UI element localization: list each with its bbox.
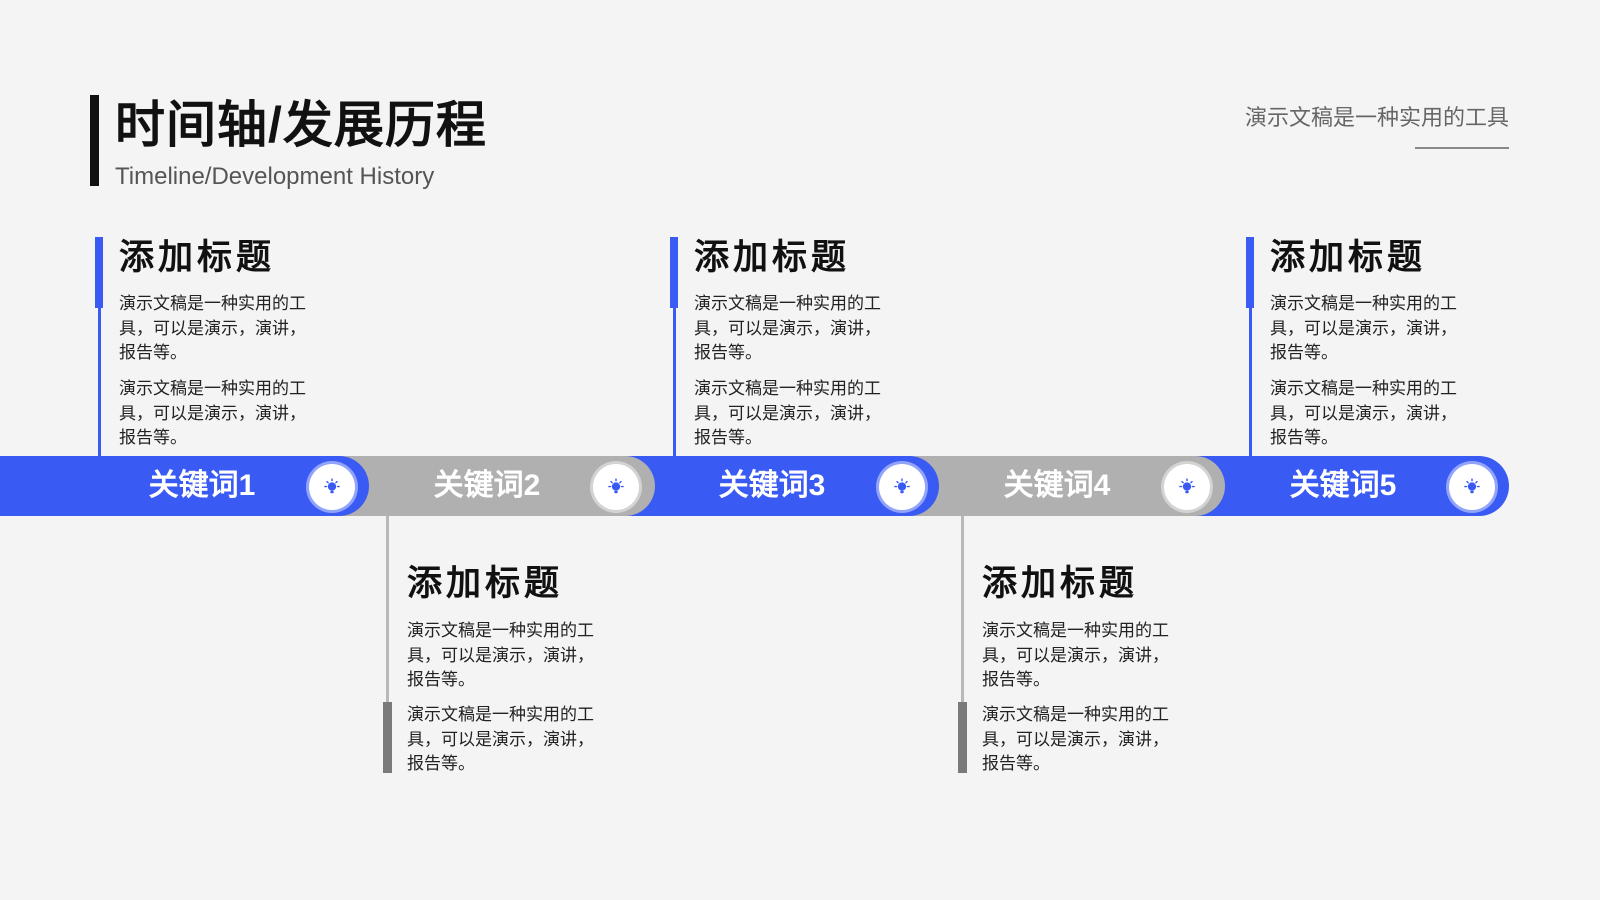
paragraph-line: 报告等。 <box>407 670 475 689</box>
stage-marker-1 <box>309 464 355 510</box>
keyword-label-2: 关键词2 <box>433 469 541 502</box>
card-title: 添加标题 <box>119 238 276 277</box>
paragraph-line: 具，可以是演示，演讲， <box>694 403 881 423</box>
paragraph-line: 演示文稿是一种实用的工 <box>407 621 594 640</box>
paragraph-line: 报告等。 <box>982 754 1050 773</box>
stage-marker-4 <box>1164 464 1210 510</box>
paragraph-line: 报告等。 <box>694 343 762 362</box>
paragraph-line: 演示文稿是一种实用的工 <box>119 379 306 398</box>
card-paragraph: 演示文稿是一种实用的工 具，可以是演示，演讲， 报告等。 <box>982 703 1169 777</box>
paragraph-line: 报告等。 <box>982 670 1050 689</box>
paragraph-line: 具，可以是演示，演讲， <box>1270 318 1457 338</box>
keyword-label-5: 关键词5 <box>1289 469 1397 502</box>
timeline-segment-1 <box>0 456 369 516</box>
paragraph-line: 具，可以是演示，演讲， <box>694 318 881 338</box>
paragraph-line: 报告等。 <box>1270 343 1338 362</box>
stage-marker-2 <box>593 464 639 510</box>
title-accent-bar <box>90 95 99 186</box>
card-title: 添加标题 <box>1270 238 1427 277</box>
card-paragraph: 演示文稿是一种实用的工 具，可以是演示，演讲， 报告等。 <box>982 619 1169 693</box>
card-accent-bar <box>1246 237 1254 308</box>
card-title: 添加标题 <box>694 238 851 277</box>
paragraph-line: 演示文稿是一种实用的工 <box>1270 379 1457 398</box>
paragraph-line: 演示文稿是一种实用的工 <box>1270 294 1457 313</box>
page-subtitle: Timeline/Development History <box>115 163 435 190</box>
lightbulb-icon <box>894 478 910 494</box>
keyword-label-4: 关键词4 <box>1003 469 1111 502</box>
card-paragraph: 演示文稿是一种实用的工 具，可以是演示，演讲， 报告等。 <box>694 292 881 366</box>
paragraph-line: 具，可以是演示，演讲， <box>982 645 1169 665</box>
paragraph-line: 报告等。 <box>119 343 187 362</box>
keyword-label-1: 关键词1 <box>148 469 256 502</box>
card-title: 添加标题 <box>982 564 1139 603</box>
card-connector-line <box>961 516 964 702</box>
keyword-label-3: 关键词3 <box>718 469 826 502</box>
paragraph-line: 报告等。 <box>694 428 762 447</box>
card-connector-line <box>98 308 101 456</box>
lightbulb-icon <box>1464 478 1480 494</box>
paragraph-line: 报告等。 <box>119 428 187 447</box>
paragraph-line: 报告等。 <box>407 754 475 773</box>
paragraph-line: 演示文稿是一种实用的工 <box>982 621 1169 640</box>
paragraph-line: 演示文稿是一种实用的工 <box>407 705 594 724</box>
tagline: 演示文稿是一种实用的工具 <box>1244 105 1509 130</box>
card-accent-bar <box>958 702 967 773</box>
card-connector-line <box>1249 308 1252 456</box>
card-accent-bar <box>670 237 678 308</box>
paragraph-line: 演示文稿是一种实用的工 <box>694 294 881 313</box>
paragraph-line: 演示文稿是一种实用的工 <box>119 294 306 313</box>
paragraph-line: 具，可以是演示，演讲， <box>407 729 594 749</box>
page-title: 时间轴/发展历程 <box>115 97 487 153</box>
stage-marker-5 <box>1449 464 1495 510</box>
card-connector-line <box>386 516 389 702</box>
card-paragraph: 演示文稿是一种实用的工 具，可以是演示，演讲， 报告等。 <box>119 292 306 366</box>
lightbulb-icon <box>1179 478 1195 494</box>
paragraph-line: 演示文稿是一种实用的工 <box>982 705 1169 724</box>
card-paragraph: 演示文稿是一种实用的工 具，可以是演示，演讲， 报告等。 <box>694 377 881 451</box>
paragraph-line: 具，可以是演示，演讲， <box>119 318 306 338</box>
paragraph-line: 具，可以是演示，演讲， <box>982 729 1169 749</box>
stage-marker-3 <box>879 464 925 510</box>
card-title: 添加标题 <box>407 564 564 603</box>
paragraph-line: 具，可以是演示，演讲， <box>407 645 594 665</box>
lightbulb-icon <box>608 478 624 494</box>
card-accent-bar <box>95 237 103 308</box>
card-accent-bar <box>383 702 392 773</box>
card-paragraph: 演示文稿是一种实用的工 具，可以是演示，演讲， 报告等。 <box>119 377 306 451</box>
card-connector-line <box>673 308 676 456</box>
card-paragraph: 演示文稿是一种实用的工 具，可以是演示，演讲， 报告等。 <box>407 703 594 777</box>
card-paragraph: 演示文稿是一种实用的工 具，可以是演示，演讲， 报告等。 <box>407 619 594 693</box>
tagline-underline <box>1415 147 1509 149</box>
card-paragraph: 演示文稿是一种实用的工 具，可以是演示，演讲， 报告等。 <box>1270 377 1457 451</box>
paragraph-line: 报告等。 <box>1270 428 1338 447</box>
card-paragraph: 演示文稿是一种实用的工 具，可以是演示，演讲， 报告等。 <box>1270 292 1457 366</box>
lightbulb-icon <box>324 478 340 494</box>
paragraph-line: 具，可以是演示，演讲， <box>1270 403 1457 423</box>
paragraph-line: 具，可以是演示，演讲， <box>119 403 306 423</box>
paragraph-line: 演示文稿是一种实用的工 <box>694 379 881 398</box>
